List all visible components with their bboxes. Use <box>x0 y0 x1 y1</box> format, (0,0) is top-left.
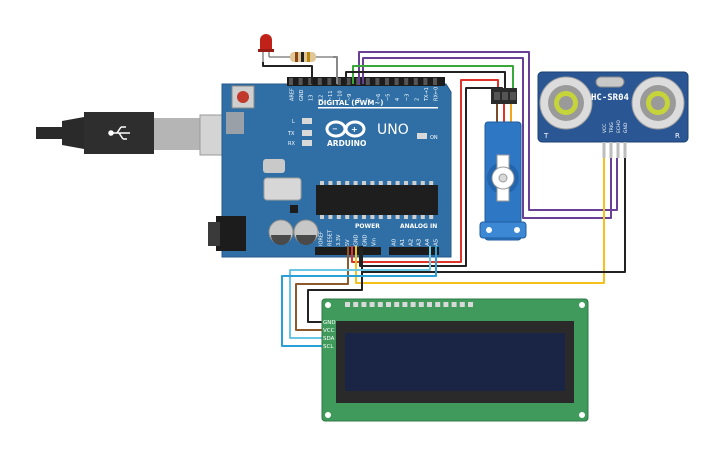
wire-black-servo <box>345 71 506 93</box>
lcd-pin-label: VCC <box>323 328 335 334</box>
usb-cable <box>36 112 239 156</box>
digital-pin-label: 4 <box>395 98 401 101</box>
wire-black-sensor-gnd <box>361 158 626 273</box>
lcd-16x2: GND VCC SDA SCL <box>321 298 589 422</box>
arduino-logo-icon <box>325 120 366 138</box>
sensor-pin-label: GND <box>623 122 629 133</box>
digital-pin-label: ~11 <box>328 90 334 101</box>
wire-green-servo <box>352 65 514 93</box>
lcd-pin-label: SCL <box>323 344 334 350</box>
digital-pin-label: 8 <box>357 98 363 101</box>
sensor-model-label: HC-SR04 <box>591 93 630 103</box>
power-pin-label: 3.3V <box>336 234 342 246</box>
analog-pin-label: A4 <box>425 238 431 246</box>
analog-pin-label: A5 <box>434 238 440 246</box>
sensor-r-label: R <box>675 132 680 140</box>
lcd-pin-label: GND <box>323 320 336 326</box>
on-label: ON <box>430 135 438 141</box>
resistor <box>269 52 333 62</box>
power-pin-label: GND <box>354 234 360 246</box>
digital-pin-label: ~5 <box>386 94 392 101</box>
analog-label: ANALOG IN <box>400 223 437 230</box>
analog-pin-label: A3 <box>417 238 423 246</box>
atmega-chip <box>316 181 438 219</box>
tx-label: TX <box>287 131 295 137</box>
svg-text:−: − <box>332 125 338 133</box>
reset-button[interactable] <box>231 85 255 109</box>
wire-blue-scl <box>281 246 437 347</box>
red-led <box>258 34 274 62</box>
power-pin-label: GND <box>363 234 369 246</box>
wire-purple-echo <box>358 51 618 211</box>
servo-motor <box>479 88 527 241</box>
svg-text:+: + <box>351 125 358 134</box>
digital-pin-label: GND <box>299 89 305 101</box>
digital-pin-label: TX→1 <box>424 87 430 102</box>
wire-resistor-pin <box>333 56 338 84</box>
receiver-icon <box>631 76 685 130</box>
uno-label: UNO <box>377 122 409 138</box>
transmitter-icon <box>539 76 593 130</box>
wire-yellow-vcc <box>355 158 605 284</box>
wire-led-gnd <box>262 62 313 84</box>
digital-pin-label: ~3 <box>405 94 411 101</box>
analog-pin-label: A1 <box>400 239 406 246</box>
servo-horn-icon <box>491 154 515 202</box>
usb-icon <box>108 126 130 140</box>
wire-purple-trig <box>362 57 612 219</box>
analog-pin-label: A2 <box>408 239 414 246</box>
sensor-pin-label: VCC <box>602 124 608 133</box>
power-label: POWER <box>355 223 380 230</box>
digital-pin-label: RX←0 <box>434 87 440 101</box>
digital-pin-label: 13 <box>309 95 315 101</box>
lcd-pin-label: SDA <box>323 336 335 342</box>
sensor-t-label: T <box>543 132 549 140</box>
power-pin-label: 5V <box>345 239 351 246</box>
power-pin-label: RESET <box>327 229 333 246</box>
digital-pin-label: ~10 <box>338 90 344 101</box>
digital-pin-label: 12 <box>318 95 324 101</box>
wire-brown-lcd-vcc <box>295 246 349 331</box>
digital-pin-label: ~9 <box>347 94 353 101</box>
digital-label: DIGITAL (PWM~) <box>318 99 383 107</box>
wire-red-5v <box>351 79 499 263</box>
arduino-logo-text: ARDUINO <box>327 139 366 148</box>
capacitor-left <box>268 219 294 245</box>
digital-pin-label: AREF <box>290 88 296 101</box>
analog-header <box>389 247 439 255</box>
lcd-screen <box>345 333 565 391</box>
wire-lightblue-sda <box>289 246 431 339</box>
sensor-pin-label: ECHO <box>616 120 622 133</box>
wire-black-lcd-gnd <box>307 272 363 323</box>
analog-pin-label: A0 <box>392 238 398 246</box>
lcd-pin-labels: GND VCC SDA SCL <box>323 320 336 350</box>
rx-label: RX <box>288 141 295 147</box>
sensor-pin-label: TRIG <box>609 122 615 134</box>
digital-pin-label: ~6 <box>376 94 382 101</box>
capacitor-right <box>293 219 319 245</box>
digital-pin-label: 2 <box>414 98 420 101</box>
power-pin-label: IOREF <box>319 231 325 246</box>
digital-pin-label: 7 <box>366 98 372 101</box>
l-label: L <box>292 119 295 125</box>
power-jack <box>216 216 246 251</box>
power-pin-label: Vin <box>371 238 377 246</box>
